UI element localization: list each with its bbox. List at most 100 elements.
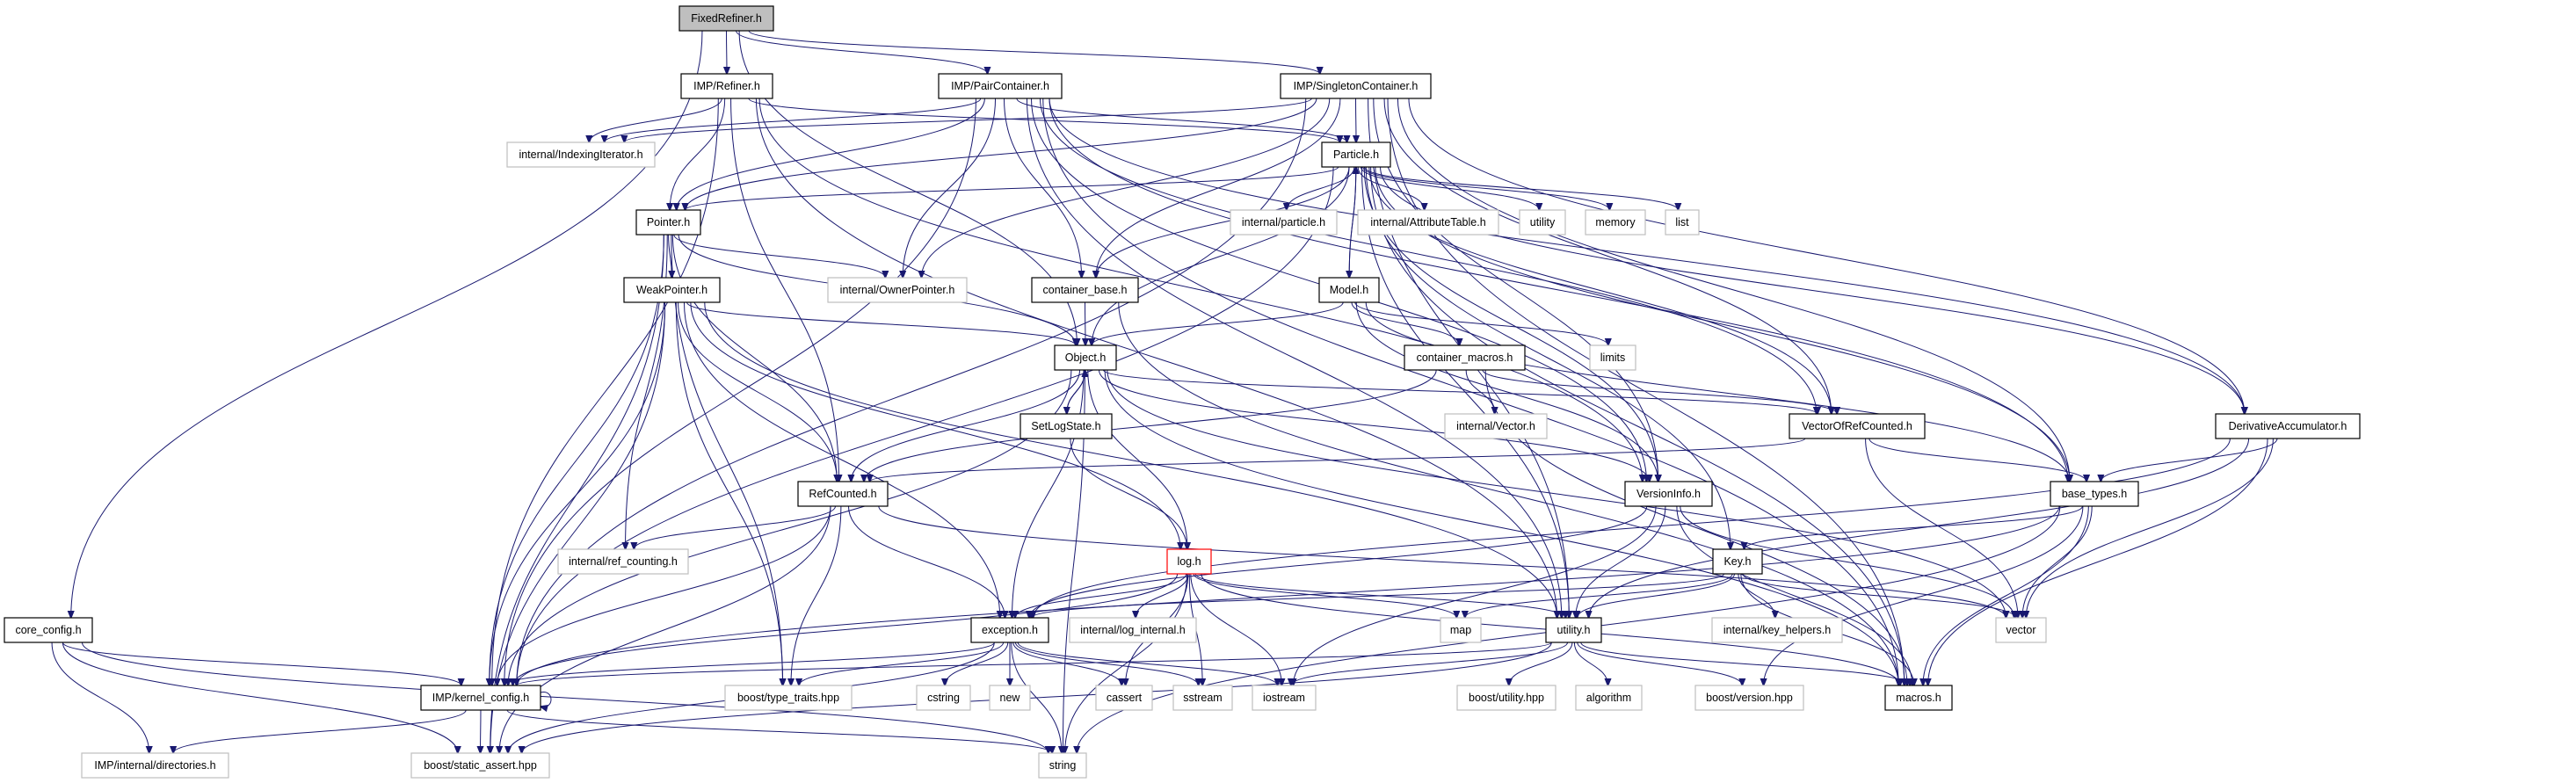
edge-refiner-to-refcounted — [730, 98, 839, 482]
edge-paircontainer-to-utility-h — [1026, 98, 1561, 618]
edge-refcounted-to-type-traits — [791, 505, 842, 685]
node-label: utility — [1530, 216, 1556, 228]
node-refcounted[interactable]: RefCounted.h — [797, 481, 889, 507]
edge-log-to-kernel-config — [513, 573, 1179, 685]
node-derivativeaccumulator[interactable]: DerivativeAccumulator.h — [2215, 413, 2361, 439]
node-versioninfo[interactable]: VersionInfo.h — [1624, 481, 1713, 507]
edge-kernel-config-to-directories — [173, 709, 467, 753]
edge-derivativeaccumulator-to-utility-h — [1589, 438, 2250, 618]
edge-particle-to-memory — [1362, 166, 1610, 210]
node-refiner[interactable]: IMP/Refiner.h — [680, 73, 773, 99]
node-container-macros[interactable]: container_macros.h — [1404, 344, 1526, 371]
node-weakpointer[interactable]: WeakPointer.h — [623, 277, 721, 303]
edge-utility-h-to-static-assert — [522, 642, 1552, 753]
node-label: internal/ref_counting.h — [569, 555, 678, 568]
node-cstring: cstring — [916, 685, 971, 711]
node-label: internal/Vector.h — [1456, 420, 1535, 432]
node-iostream: iostream — [1252, 685, 1317, 711]
edge-container-macros-to-vectorofrefcounted — [1482, 369, 1837, 414]
edge-layer — [51, 30, 2278, 753]
node-sstream: sstream — [1172, 685, 1233, 711]
node-ownerpointer: internal/OwnerPointer.h — [827, 277, 968, 303]
node-label: utility.h — [1557, 624, 1591, 636]
edge-exception-to-type-traits — [799, 642, 1005, 685]
node-box — [1404, 344, 1526, 371]
node-container-base[interactable]: container_base.h — [1031, 277, 1139, 303]
edge-exception-to-cstring — [945, 642, 1009, 685]
node-base-types[interactable]: base_types.h — [2050, 481, 2139, 507]
node-box — [989, 685, 1031, 711]
node-utility-h[interactable]: utility.h — [1545, 617, 1602, 643]
node-label: FixedRefiner.h — [691, 12, 762, 25]
edge-object-to-log — [1087, 369, 1187, 549]
node-model[interactable]: Model.h — [1318, 277, 1380, 303]
node-label: base_types.h — [2062, 488, 2127, 500]
node-exception[interactable]: exception.h — [970, 617, 1049, 643]
node-attributetable: internal/AttributeTable.h — [1357, 209, 1499, 236]
edge-fixedrefiner-to-core-config — [71, 30, 703, 618]
node-label: SetLogState.h — [1031, 420, 1100, 432]
node-box — [1711, 617, 1843, 643]
edge-weakpointer-to-log — [690, 301, 1180, 549]
edge-derivativeaccumulator-to-macros — [1928, 438, 2268, 685]
edge-derivativeaccumulator-to-base-types — [2101, 438, 2278, 482]
node-label: exception.h — [982, 624, 1038, 636]
node-box — [81, 752, 229, 779]
node-limits: limits — [1589, 344, 1636, 371]
node-box — [557, 548, 689, 575]
edge-pointer-to-weakpointer — [669, 234, 672, 278]
edge-utility-h-to-macros — [1580, 642, 1910, 685]
edge-weakpointer-to-object — [686, 301, 1076, 345]
edge-pointer-to-ownerpointer — [673, 234, 885, 278]
node-box — [1575, 685, 1643, 711]
node-setlogstate[interactable]: SetLogState.h — [1020, 413, 1113, 439]
node-vectorofrefcounted[interactable]: VectorOfRefCounted.h — [1789, 413, 1926, 439]
node-macros[interactable]: macros.h — [1884, 685, 1953, 711]
node-object[interactable]: Object.h — [1054, 344, 1117, 371]
node-box — [1038, 752, 1087, 779]
edge-versioninfo-to-iostream — [1294, 505, 1657, 685]
node-singletoncontainer[interactable]: IMP/SingletonContainer.h — [1280, 73, 1432, 99]
node-label: iostream — [1263, 692, 1305, 704]
node-box — [635, 209, 701, 236]
node-key[interactable]: Key.h — [1712, 548, 1763, 575]
node-label: boost/version.hpp — [1706, 692, 1793, 704]
edge-derivativeaccumulator-to-exception — [1033, 438, 2231, 618]
node-box — [4, 617, 93, 643]
node-box — [1069, 617, 1197, 643]
node-box — [1321, 141, 1391, 168]
edge-kernel-config-to-string — [506, 709, 1052, 753]
edge-refcounted-to-kernel-config — [497, 505, 831, 685]
edge-singletoncontainer-to-base-types — [1397, 98, 2070, 482]
node-internal-particle: internal/particle.h — [1230, 209, 1338, 236]
node-kernel-config[interactable]: IMP/kernel_config.h — [420, 685, 541, 711]
edge-object-to-vectorofrefcounted — [1102, 369, 1817, 414]
edge-paircontainer-to-indexingiterator — [605, 98, 982, 142]
node-label: Object.h — [1065, 352, 1107, 364]
node-box — [1095, 685, 1153, 711]
node-log[interactable]: log.h — [1166, 548, 1212, 575]
node-label: IMP/PairContainer.h — [951, 80, 1049, 92]
edge-base-types-to-vector — [2022, 505, 2093, 618]
node-box — [1456, 685, 1556, 711]
node-box — [827, 277, 968, 303]
edge-particle-to-key — [1365, 166, 1731, 549]
node-box — [1054, 344, 1117, 371]
edge-vectorofrefcounted-to-refcounted — [870, 438, 1806, 482]
node-box — [1444, 413, 1548, 439]
node-particle[interactable]: Particle.h — [1321, 141, 1391, 168]
node-pointer[interactable]: Pointer.h — [635, 209, 701, 236]
edge-exception-to-iostream — [1017, 642, 1277, 685]
edge-singletoncontainer-to-ownerpointer — [921, 98, 1331, 278]
node-fixedrefiner[interactable]: FixedRefiner.h — [678, 5, 774, 32]
node-box — [410, 752, 550, 779]
node-core-config[interactable]: core_config.h — [4, 617, 93, 643]
node-list: list — [1665, 209, 1700, 236]
node-box — [1252, 685, 1317, 711]
node-label: cassert — [1107, 692, 1143, 704]
node-string: string — [1038, 752, 1087, 779]
node-paircontainer[interactable]: IMP/PairContainer.h — [938, 73, 1063, 99]
edge-versioninfo-to-utility-h — [1576, 505, 1666, 618]
edge-setlogstate-to-log — [1070, 438, 1187, 549]
